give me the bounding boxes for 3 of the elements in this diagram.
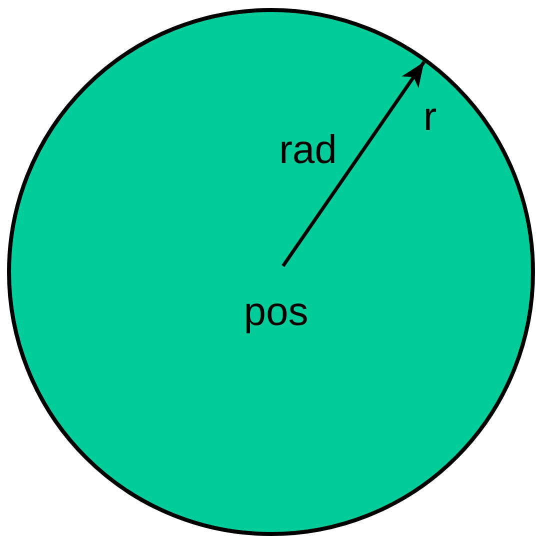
dimension-label: rad [279, 130, 337, 170]
point-label: pos [244, 292, 308, 332]
dimension-label: r [423, 97, 437, 137]
